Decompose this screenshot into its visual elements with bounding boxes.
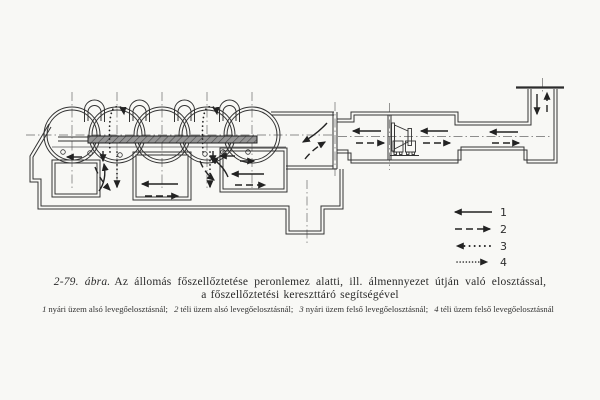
fan-unit-icon — [390, 122, 419, 156]
platform-slab — [52, 135, 286, 148]
flow-arrows-solid-summer-lower — [65, 94, 541, 192]
figure-caption-line1: 2-79. ábra.Az állomás főszellőztetése pe… — [0, 276, 600, 288]
legend-label-4: 4 — [500, 256, 507, 269]
roof-niche-arches — [84, 99, 240, 122]
figure-title-line1: Az állomás főszellőztetése peronlemez al… — [114, 276, 547, 288]
centerlines — [26, 78, 550, 244]
legend-label-1: 1 — [500, 206, 507, 219]
station-ventilation-diagram: 1 2 3 4 — [26, 78, 564, 269]
flow-legend: 1 2 3 4 — [453, 206, 507, 269]
flow-arrows-dotted-upper — [108, 105, 220, 189]
legend-label-2: 2 — [500, 223, 507, 236]
cross-gallery-outline — [337, 89, 558, 164]
figure-number: 2-79. ábra. — [53, 276, 111, 288]
figure-caption-line2: a főszellőztetési kereszttáró segítségév… — [201, 289, 399, 301]
legend-label-3: 3 — [500, 240, 507, 253]
air-outlet-symbols — [60, 149, 251, 158]
bottom-channel-outline — [29, 123, 344, 235]
flow-arrows-dashed-winter-lower — [94, 91, 551, 200]
station-end-walls — [271, 111, 338, 170]
